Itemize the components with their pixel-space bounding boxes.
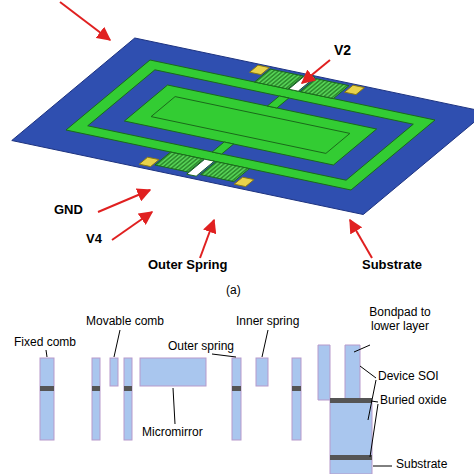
device-3d — [7, 38, 474, 220]
part-label: Movable comb — [86, 315, 164, 329]
part-label: (a) — [226, 284, 241, 298]
part-label: Bondpad to lower layer — [362, 306, 438, 334]
cross-section — [40, 345, 372, 474]
part-label: Buried oxide — [380, 394, 447, 408]
leader-lines — [46, 330, 392, 466]
part-label: Fixed comb — [14, 336, 76, 350]
part-label: Outer spring — [168, 340, 234, 354]
part-label: V4 — [86, 232, 102, 247]
part-label: Inner spring — [236, 315, 299, 329]
part-label: Substrate — [396, 458, 447, 472]
part-label: Device SOI — [378, 370, 439, 384]
part-label: Outer Spring — [148, 258, 227, 273]
part-label: Substrate — [362, 258, 422, 273]
callout-arrows — [60, 2, 372, 258]
part-label: Micromirror — [142, 426, 203, 440]
buried-oxide — [40, 386, 372, 460]
part-label: GND — [54, 203, 83, 218]
part-label: V2 — [334, 42, 351, 58]
